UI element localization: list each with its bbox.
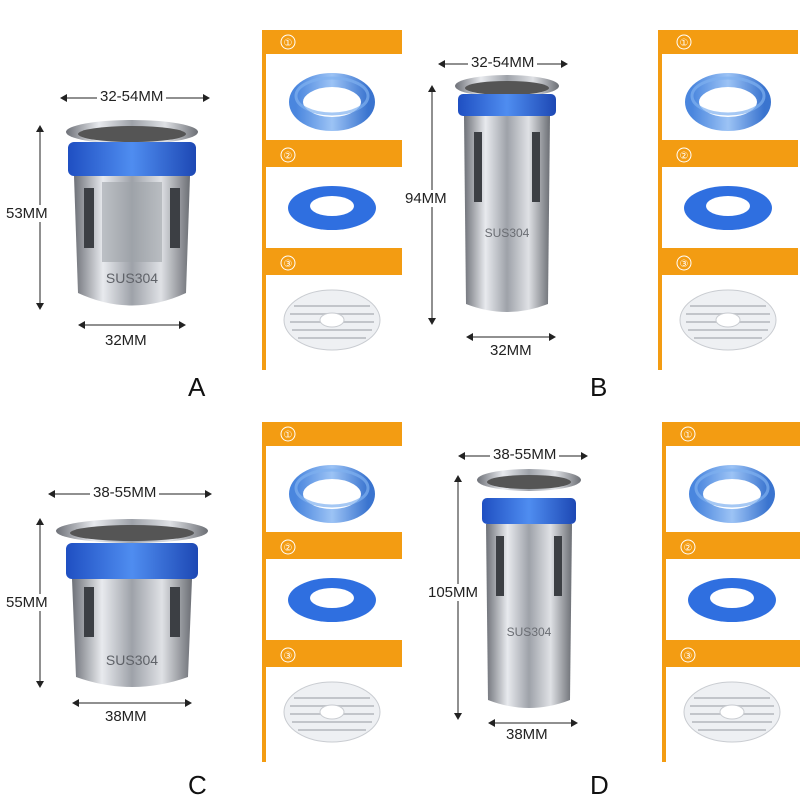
part-number-3: ③ — [684, 651, 693, 662]
part-number-3: ③ — [284, 651, 293, 662]
width-label: 32-54MM — [97, 88, 167, 105]
seal-ring-icon — [288, 186, 376, 230]
base-label: 32MM — [490, 342, 532, 359]
product-letter: B — [590, 372, 608, 402]
height-label: 55MM — [6, 594, 48, 611]
body-stamp: SUS304 — [485, 226, 530, 240]
cover-plate-icon — [283, 289, 381, 351]
body-stamp: SUS304 — [106, 270, 158, 286]
cover-plate-icon — [683, 681, 781, 743]
base-arrow — [488, 719, 578, 727]
body-stamp: SUS304 — [106, 652, 158, 668]
cover-plate-icon — [679, 289, 777, 351]
base-arrow — [466, 333, 556, 341]
seal-sleeve-icon — [685, 73, 771, 131]
width-label: 38-55MM — [90, 484, 160, 501]
parts-panel-a: ① ② ③ — [262, 30, 402, 370]
product-letter: A — [188, 372, 206, 402]
part-number-2: ② — [680, 151, 689, 162]
product-letter: C — [188, 770, 207, 800]
cover-plate-icon — [283, 681, 381, 743]
part-number-3: ③ — [284, 259, 293, 270]
base-arrow — [78, 321, 186, 329]
part-number-1: ① — [684, 430, 693, 441]
part-number-1: ① — [680, 38, 689, 49]
seal-ring-icon — [688, 578, 776, 622]
part-number-1: ① — [284, 38, 293, 49]
product-letter: D — [590, 770, 609, 800]
height-label: 53MM — [6, 205, 48, 222]
drain-core-d: SUS304 — [477, 469, 581, 708]
base-label: 38MM — [506, 726, 548, 743]
width-label: 32-54MM — [468, 54, 538, 71]
seal-ring-icon — [684, 186, 772, 230]
part-number-3: ③ — [680, 259, 689, 270]
height-label: 105MM — [428, 584, 479, 601]
body-stamp: SUS304 — [507, 625, 552, 639]
parts-panel-c: ① ② ③ — [262, 422, 402, 762]
part-number-2: ② — [284, 543, 293, 554]
part-number-2: ② — [684, 543, 693, 554]
seal-sleeve-icon — [689, 465, 775, 523]
part-number-1: ① — [284, 430, 293, 441]
drain-core-c: SUS304 — [56, 519, 208, 687]
seal-sleeve-icon — [289, 73, 375, 131]
seal-ring-icon — [288, 578, 376, 622]
base-arrow — [72, 699, 192, 707]
base-label: 32MM — [105, 332, 147, 349]
height-label: 94MM — [405, 190, 447, 207]
part-number-2: ② — [284, 151, 293, 162]
parts-panel-d: ① ② ③ — [662, 422, 800, 762]
parts-panel-b: ① ② ③ — [658, 30, 798, 370]
drain-core-b: SUS304 — [455, 75, 559, 312]
drain-core-a: SUS304 — [66, 120, 198, 306]
width-label: 38-55MM — [490, 446, 560, 463]
base-label: 38MM — [105, 708, 147, 725]
seal-sleeve-icon — [289, 465, 375, 523]
